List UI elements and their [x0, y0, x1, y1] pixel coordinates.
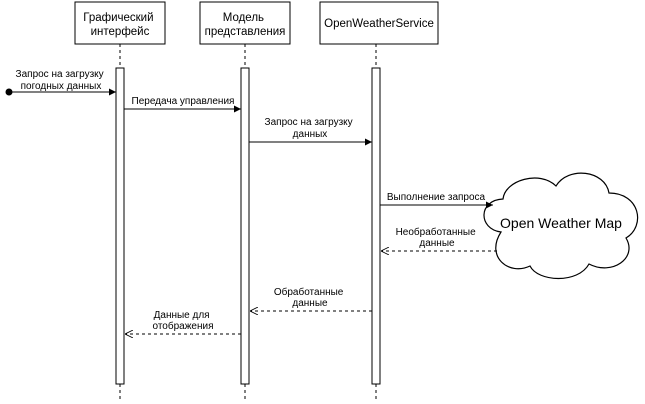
message-display-data-return: Данные для отображения: [125, 310, 241, 334]
message-transfer-control: Передача управления: [124, 96, 241, 113]
participant-model-label: Модель представления: [205, 12, 286, 38]
cloud-shape: [483, 172, 639, 279]
activation-service: [371, 67, 381, 385]
activation-model: [240, 67, 250, 385]
message-label: Передача управления: [132, 96, 235, 107]
message-load-weather-request: Запрос на загрузку погодных данных: [5, 69, 116, 96]
participant-gui-label: Графический интерфейс: [83, 12, 156, 38]
external-openweathermap: Open Weather Map: [483, 172, 639, 279]
message-raw-data-return: Необработанные данные: [381, 226, 497, 251]
message-label: Запрос на загрузку погодных данных: [16, 69, 107, 92]
activation-gui: [115, 67, 125, 385]
message-label: Необработанные данные: [396, 226, 479, 249]
message-label: Запрос на загрузку данных: [265, 117, 356, 140]
participant-gui: Графический интерфейс: [74, 1, 166, 402]
message-label: Выполнение запроса: [387, 192, 486, 203]
message-label: Данные для отображения: [153, 310, 214, 332]
message-execute-request: Выполнение запроса: [380, 192, 493, 209]
participant-model: Модель представления: [199, 1, 291, 402]
cloud-label: Open Weather Map: [500, 215, 622, 231]
message-label: Обработанные данные: [274, 286, 346, 309]
participant-service: OpenWeatherService: [319, 1, 439, 402]
participant-service-label: OpenWeatherService: [324, 18, 434, 30]
message-load-data-request: Запрос на загрузку данных: [249, 117, 372, 146]
message-processed-data-return: Обработанные данные: [250, 286, 372, 311]
